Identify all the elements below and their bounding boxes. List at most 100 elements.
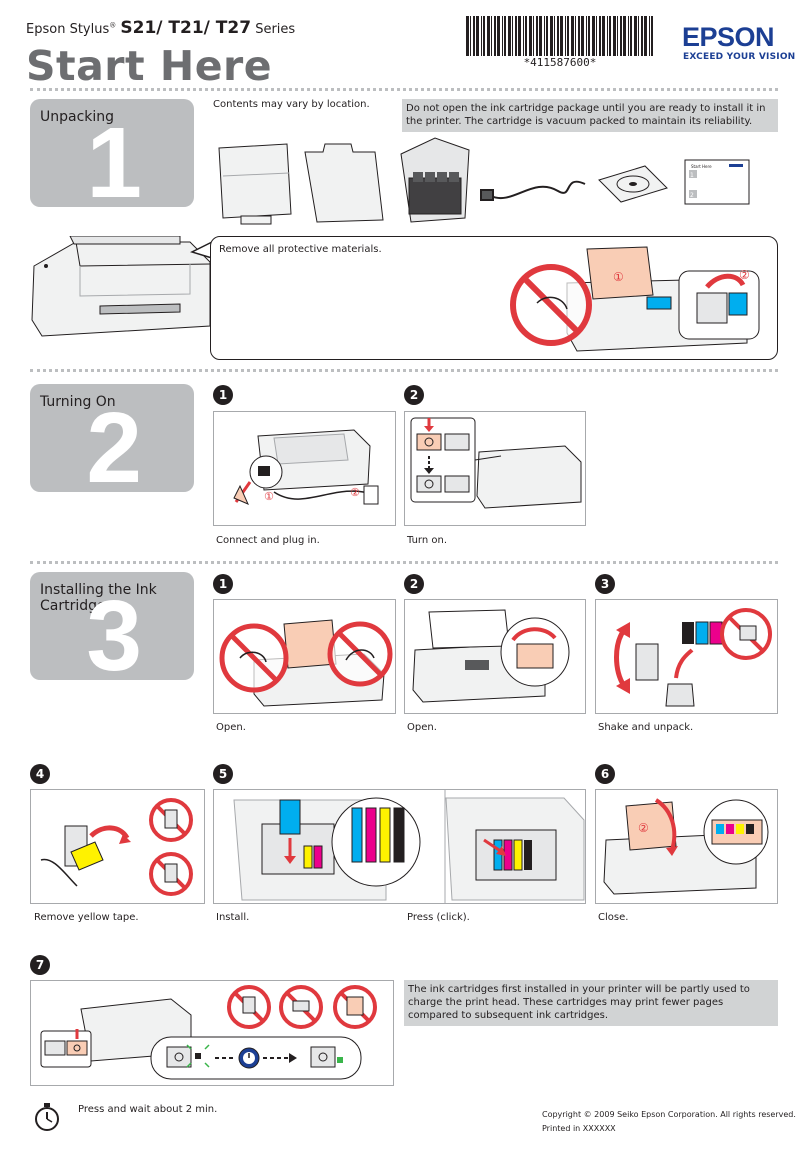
prohibited-icon xyxy=(279,985,323,1029)
prohibited-icon xyxy=(149,798,193,842)
barcode-bar xyxy=(630,16,632,56)
close-cover-illustration: ② xyxy=(595,789,778,904)
barcode-bar xyxy=(560,16,563,56)
barcode-bar xyxy=(515,16,517,56)
barcode-bar xyxy=(544,16,545,56)
step-badge-5: 5 xyxy=(213,764,233,784)
paper-support-icon xyxy=(218,143,292,225)
open-cover-illustration xyxy=(213,599,396,714)
prohibited-icon xyxy=(219,623,289,693)
charge-illustration xyxy=(30,980,394,1086)
barcode-icon xyxy=(466,16,653,56)
barcode-bar xyxy=(539,16,542,56)
barcode-bar xyxy=(533,16,534,56)
callout-1: ① xyxy=(613,270,624,284)
barcode-bar xyxy=(536,16,538,56)
svg-text:2: 2 xyxy=(690,192,694,199)
shake-unpack-illustration xyxy=(595,599,778,714)
section-tab-turning-on: Turning On 2 xyxy=(30,384,194,492)
step-badge-1: 1 xyxy=(213,385,233,405)
barcode-bar xyxy=(483,16,485,56)
svg-text:1: 1 xyxy=(690,172,694,179)
install-cartridge-illustration xyxy=(213,789,586,904)
printed-in: Printed in XXXXXX xyxy=(542,1124,616,1133)
barcode-bar xyxy=(609,16,611,56)
barcode-bar xyxy=(504,16,506,56)
caption-remove-tape: Remove yellow tape. xyxy=(34,912,139,923)
barcode-bar xyxy=(638,16,639,56)
protective-materials-callout: Remove all protective materials. ① ② xyxy=(210,236,778,360)
barcode-bar xyxy=(557,16,559,56)
open-printer-illustration: ① ② xyxy=(510,246,760,352)
section-label: Installing the Ink Cartridges xyxy=(40,582,157,614)
prohibited-icon xyxy=(720,608,772,660)
barcode-bar xyxy=(529,16,532,56)
epson-logo: EPSON xyxy=(682,22,775,52)
charge-note: The ink cartridges first installed in yo… xyxy=(404,980,778,1026)
step-badge-7: 7 xyxy=(30,955,50,975)
section-label: Turning On xyxy=(40,394,116,410)
prohibited-icon xyxy=(149,852,193,896)
barcode-bar xyxy=(586,16,587,56)
caption-press-click: Press (click). xyxy=(407,912,470,923)
barcode-bar xyxy=(481,16,482,56)
caption-shake-unpack: Shake and unpack. xyxy=(598,722,694,733)
barcode-bar xyxy=(502,16,503,56)
barcode-bar xyxy=(634,16,637,56)
box-contents-illustration: Start Here 1 2 xyxy=(218,137,750,225)
barcode-bar xyxy=(476,16,479,56)
brand-stylus: Epson Stylus xyxy=(26,22,110,37)
barcode-bar xyxy=(617,16,618,56)
epson-tagline: EXCEED YOUR VISION xyxy=(683,52,796,62)
callout-2: ② xyxy=(350,486,360,499)
barcode-bar xyxy=(649,16,650,56)
barcode-bar xyxy=(602,16,605,56)
step-badge-2: 2 xyxy=(404,574,424,594)
registered-mark: ® xyxy=(109,21,117,30)
callout-2: ② xyxy=(739,268,750,282)
power-button-icon xyxy=(416,418,470,451)
turn-on-illustration xyxy=(404,411,586,526)
caption-press-wait: Press and wait about 2 min. xyxy=(78,1104,218,1115)
bubble-pointer xyxy=(190,241,213,259)
caption-connect: Connect and plug in. xyxy=(216,535,320,546)
barcode-bar xyxy=(628,16,629,56)
caption-open-2: Open. xyxy=(407,722,437,733)
step-badge-3: 3 xyxy=(595,574,615,594)
green-light-icon xyxy=(186,1044,210,1068)
power-button-icon xyxy=(166,1046,192,1068)
barcode-bar xyxy=(554,16,555,56)
copyright: Copyright © 2009 Seiko Epson Corporation… xyxy=(542,1110,796,1119)
remove-tape-illustration xyxy=(30,789,205,904)
barcode-bar xyxy=(494,16,496,56)
model-numbers: S21/ T21/ T27 xyxy=(120,18,252,38)
start-here-sheet-icon xyxy=(684,159,750,205)
sheet-title: Start Here xyxy=(691,164,712,169)
remove-materials-text: Remove all protective materials. xyxy=(219,244,382,255)
barcode-bar xyxy=(546,16,548,56)
step-badge-6: 6 xyxy=(595,764,615,784)
section-number: 1 xyxy=(86,107,142,207)
barcode-bar xyxy=(470,16,471,56)
caption-turn-on: Turn on. xyxy=(407,535,448,546)
callout-2: ② xyxy=(638,821,649,835)
barcode-bar xyxy=(607,16,608,56)
barcode-bar xyxy=(518,16,521,56)
printer-illustration xyxy=(31,236,211,337)
barcode-number: *411587600* xyxy=(523,56,597,69)
barcode-bar xyxy=(512,16,513,56)
prohibited-icon xyxy=(227,985,271,1029)
prohibited-icon xyxy=(510,264,592,346)
barcode-bar xyxy=(473,16,475,56)
barcode-bar xyxy=(620,16,622,56)
product-name: Epson Stylus® S21/ T21/ T27 Series xyxy=(26,18,295,38)
section-divider xyxy=(30,88,778,91)
contents-note: Contents may vary by location. xyxy=(213,99,370,110)
barcode-bar xyxy=(523,16,524,56)
caption-install: Install. xyxy=(216,912,250,923)
barcode-bar xyxy=(588,16,590,56)
power-cord-icon xyxy=(480,180,586,201)
barcode-bar xyxy=(599,16,601,56)
barcode-bar xyxy=(487,16,490,56)
barcode-bar xyxy=(596,16,597,56)
